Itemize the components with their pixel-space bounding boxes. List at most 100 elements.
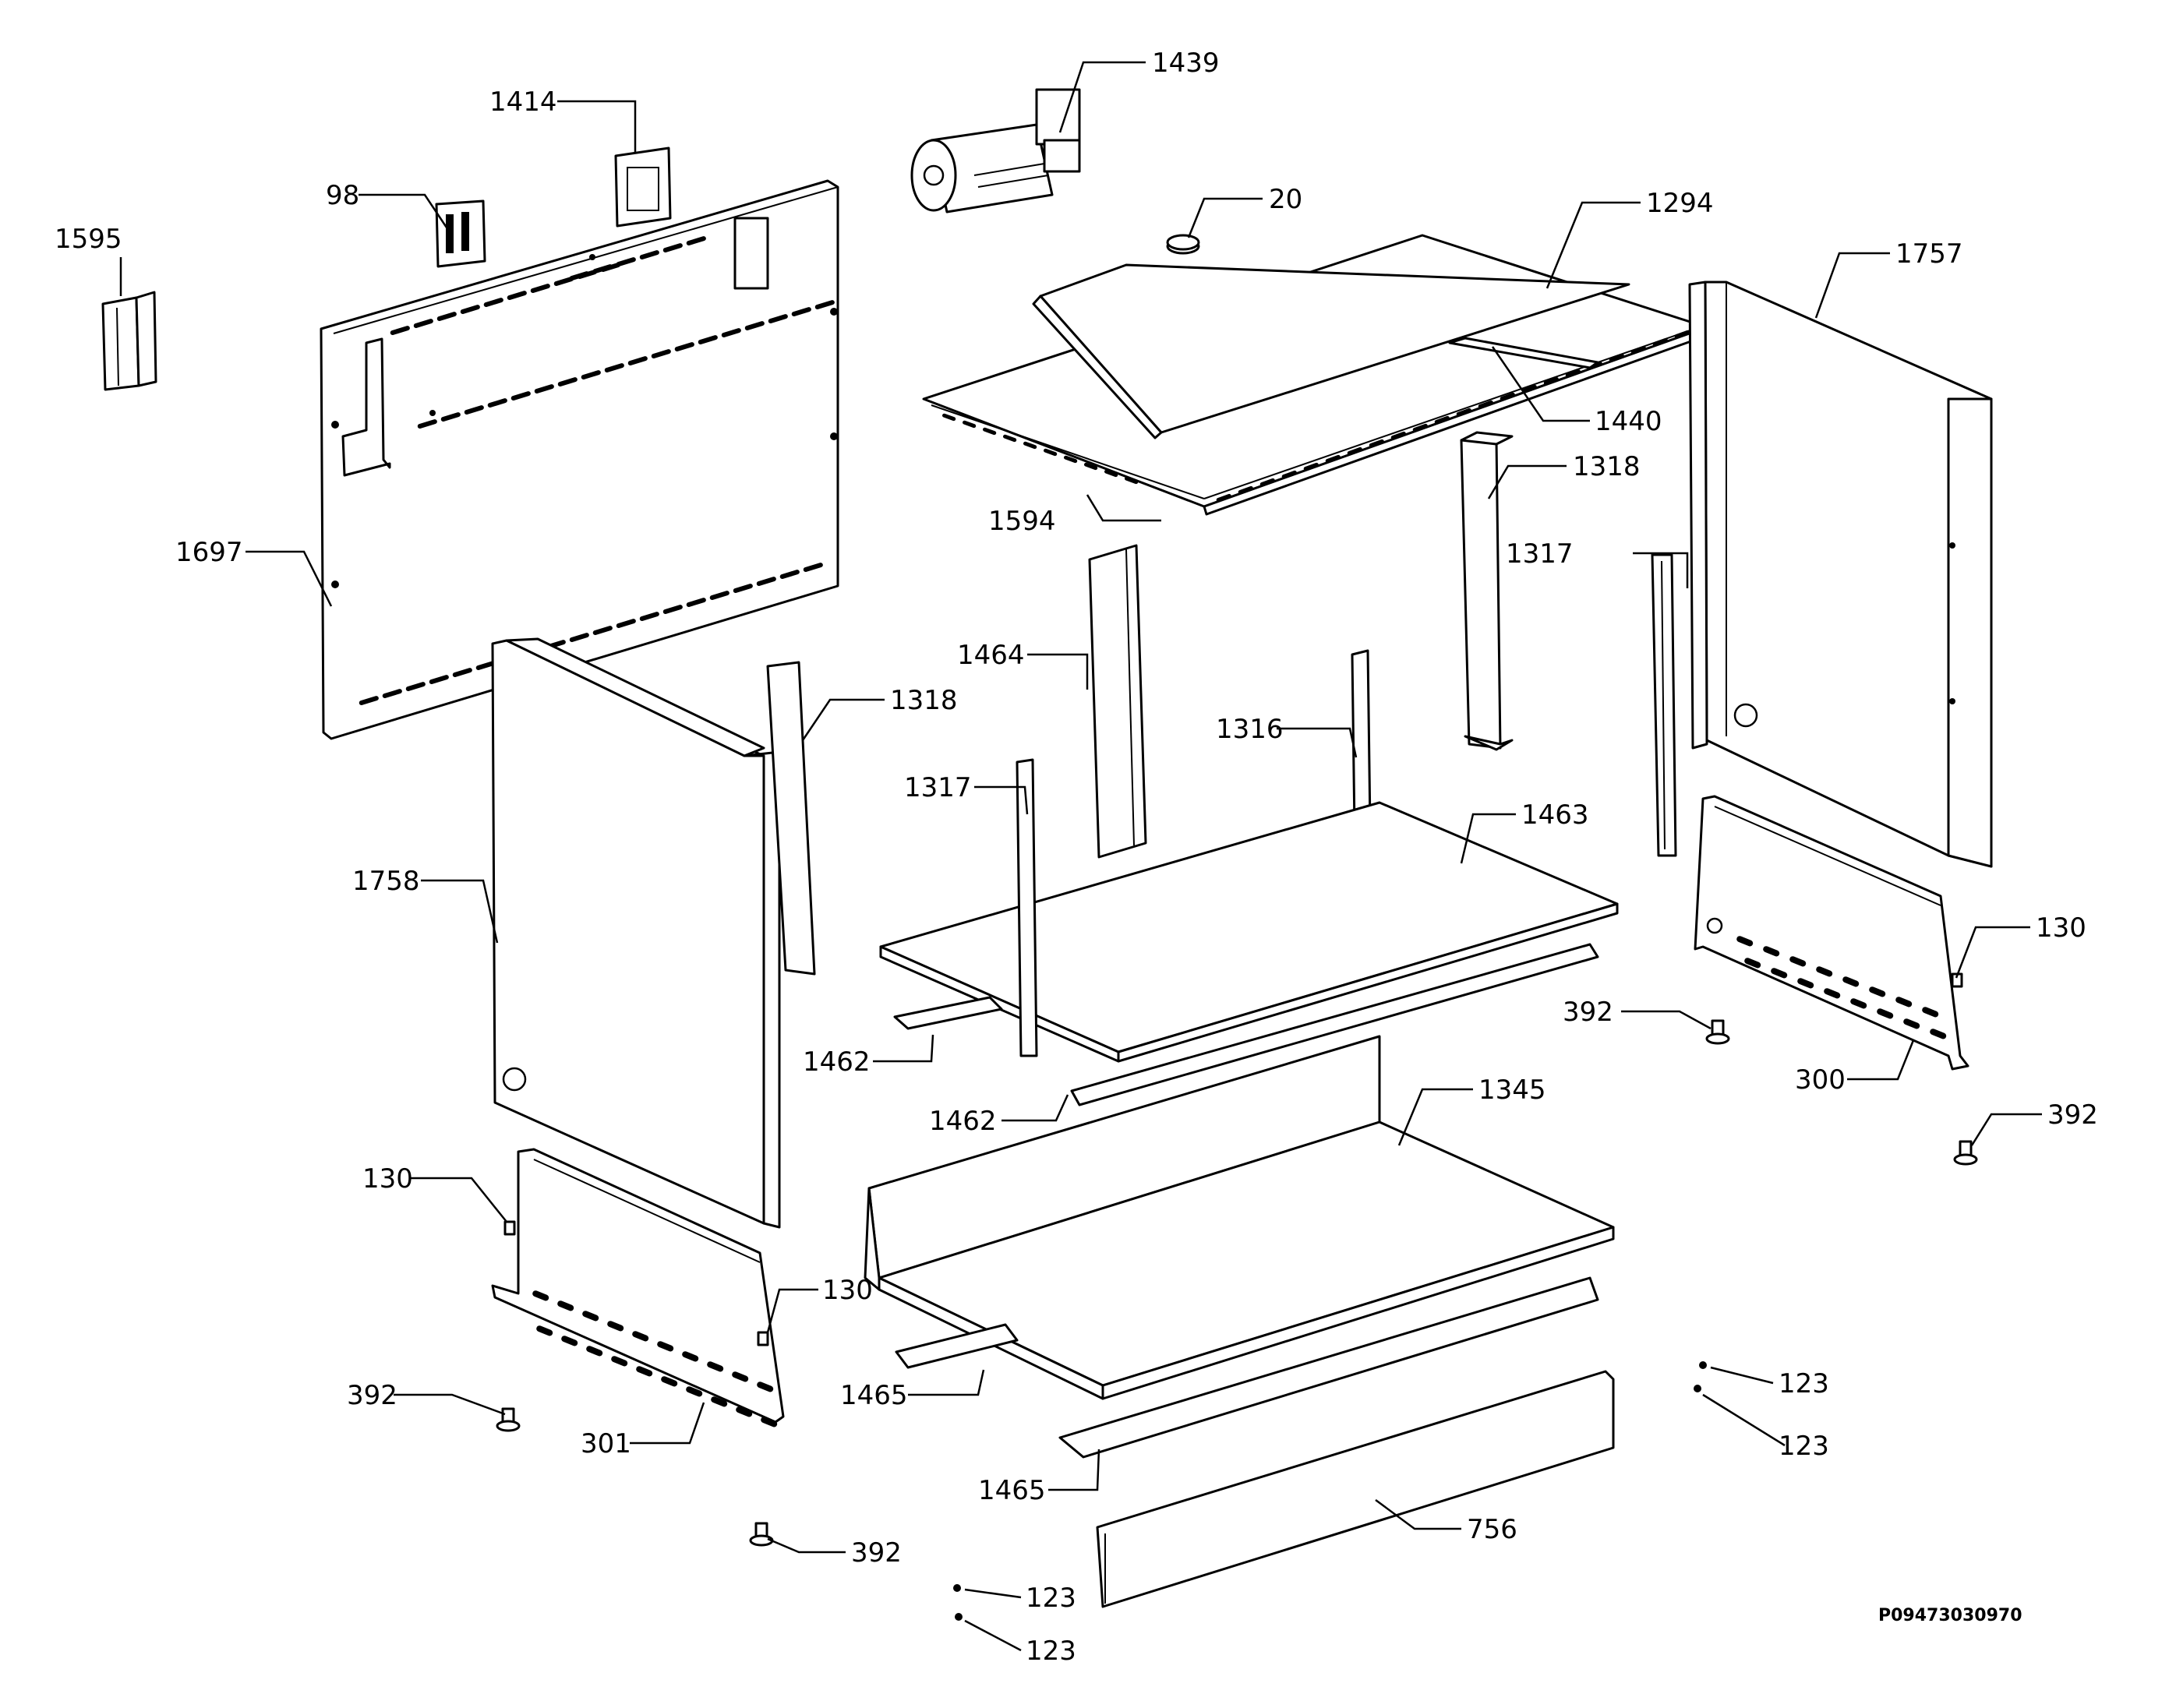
part-1414-plate bbox=[614, 146, 672, 228]
vent-slot bbox=[436, 312, 457, 321]
vent-slot bbox=[1412, 423, 1428, 432]
label-392-a: 392 bbox=[1563, 997, 1613, 1028]
label-301: 301 bbox=[581, 1428, 631, 1459]
vent-slot bbox=[756, 577, 776, 586]
vent-slot bbox=[1789, 956, 1807, 967]
label-123-b: 123 bbox=[1779, 1431, 1829, 1462]
vent-slot bbox=[464, 405, 484, 415]
vent-slot bbox=[1877, 1008, 1894, 1019]
screw-123-a bbox=[1699, 1361, 1707, 1369]
vent-slot bbox=[711, 1396, 728, 1407]
part-1462-rail-a bbox=[893, 996, 1003, 1030]
vent-slot bbox=[662, 605, 683, 614]
vent-slot bbox=[1763, 946, 1780, 957]
vent-slot bbox=[639, 250, 659, 259]
label-1462-b: 1462 bbox=[929, 1106, 997, 1137]
vent-slot bbox=[627, 356, 648, 365]
vent-slot bbox=[686, 598, 706, 607]
screw-123-d bbox=[955, 1613, 963, 1621]
label-1317-a: 1317 bbox=[1506, 538, 1574, 570]
part-1462-rail-b bbox=[1070, 943, 1599, 1106]
vent-slot bbox=[1002, 434, 1017, 443]
vent-slot bbox=[686, 236, 706, 245]
vent-slot bbox=[1824, 988, 1841, 999]
part-20-ring bbox=[1166, 234, 1200, 255]
label-1318-a: 1318 bbox=[1573, 451, 1641, 482]
vent-slot bbox=[1259, 478, 1275, 486]
vent-slot bbox=[534, 384, 554, 393]
vent-slot bbox=[460, 305, 480, 314]
label-1294: 1294 bbox=[1646, 188, 1714, 219]
vent-slot bbox=[611, 1356, 628, 1367]
vent-slot bbox=[510, 391, 531, 401]
part-98-block bbox=[435, 199, 486, 268]
vent-slot bbox=[592, 626, 613, 635]
vent-slot bbox=[1124, 476, 1139, 485]
vent-slot bbox=[1895, 997, 1913, 1008]
vent-slot bbox=[721, 328, 741, 337]
vent-slot bbox=[1500, 392, 1515, 401]
label-1463: 1463 bbox=[1521, 799, 1589, 831]
vent-slot bbox=[1281, 470, 1297, 478]
vent-slot bbox=[557, 377, 578, 386]
vent-slot bbox=[452, 668, 472, 677]
label-123-a: 123 bbox=[1779, 1368, 1829, 1399]
vent-slot bbox=[768, 314, 788, 323]
vent-slot bbox=[1922, 1007, 1939, 1018]
foot-392-d bbox=[749, 1522, 774, 1547]
vent-slot bbox=[639, 612, 659, 621]
vent-slot bbox=[941, 413, 956, 422]
vent-slot bbox=[569, 271, 589, 281]
vent-slot bbox=[532, 1290, 549, 1301]
vent-slot bbox=[661, 1376, 678, 1387]
vent-slot bbox=[682, 1351, 699, 1362]
screw-130-c bbox=[757, 1331, 769, 1346]
label-1439: 1439 bbox=[1152, 48, 1220, 79]
label-130-a: 130 bbox=[2036, 912, 2086, 944]
vent-slot bbox=[1816, 966, 1833, 977]
label-130-c: 130 bbox=[822, 1275, 873, 1306]
vent-slot bbox=[709, 591, 729, 600]
part-1440-strut bbox=[1448, 337, 1599, 369]
vent-slot bbox=[483, 298, 503, 307]
vent-slot bbox=[791, 307, 811, 316]
foot-392-b bbox=[1953, 1140, 1978, 1166]
vent-slot bbox=[1521, 384, 1537, 393]
vent-slot bbox=[530, 284, 550, 293]
vent-slot bbox=[698, 335, 718, 344]
part-1463-base bbox=[879, 801, 1619, 1063]
vent-slot bbox=[1390, 431, 1406, 439]
vent-slot bbox=[744, 321, 765, 330]
vent-slot bbox=[475, 661, 496, 670]
label-1345: 1345 bbox=[1478, 1075, 1546, 1106]
vent-slot bbox=[686, 1386, 703, 1397]
vent-slot bbox=[557, 1300, 574, 1311]
label-1440: 1440 bbox=[1595, 406, 1662, 437]
vent-slot bbox=[1216, 493, 1231, 502]
vent-slot bbox=[382, 689, 402, 698]
label-756: 756 bbox=[1467, 1514, 1517, 1545]
foot-392-a bbox=[1705, 1019, 1730, 1045]
vent-slot bbox=[405, 682, 426, 691]
vent-slot bbox=[1347, 446, 1362, 455]
vent-slot bbox=[413, 319, 433, 328]
vent-slot bbox=[1609, 353, 1624, 362]
vent-slot bbox=[674, 342, 694, 351]
label-300: 300 bbox=[1795, 1064, 1846, 1096]
vent-slot bbox=[1023, 441, 1037, 450]
vent-slot bbox=[604, 363, 624, 372]
vent-slot bbox=[1842, 976, 1860, 987]
label-123-d: 123 bbox=[1026, 1636, 1076, 1667]
part-301-kickplate bbox=[491, 1148, 785, 1427]
vent-slot bbox=[390, 326, 410, 335]
label-1318-b: 1318 bbox=[890, 685, 958, 716]
vent-slot bbox=[440, 412, 461, 422]
drawing-code: P09473030970 bbox=[1878, 1606, 2022, 1625]
label-130-b: 130 bbox=[362, 1163, 413, 1195]
vent-slot bbox=[736, 1406, 753, 1417]
vent-slot bbox=[1043, 448, 1058, 457]
part-1758-left-side bbox=[491, 637, 781, 1229]
vent-slot bbox=[1652, 337, 1668, 346]
vent-slot bbox=[1797, 978, 1814, 989]
part-labels: 1595 98 1414 1439 20 1294 1757 1440 1594… bbox=[55, 48, 2098, 1667]
